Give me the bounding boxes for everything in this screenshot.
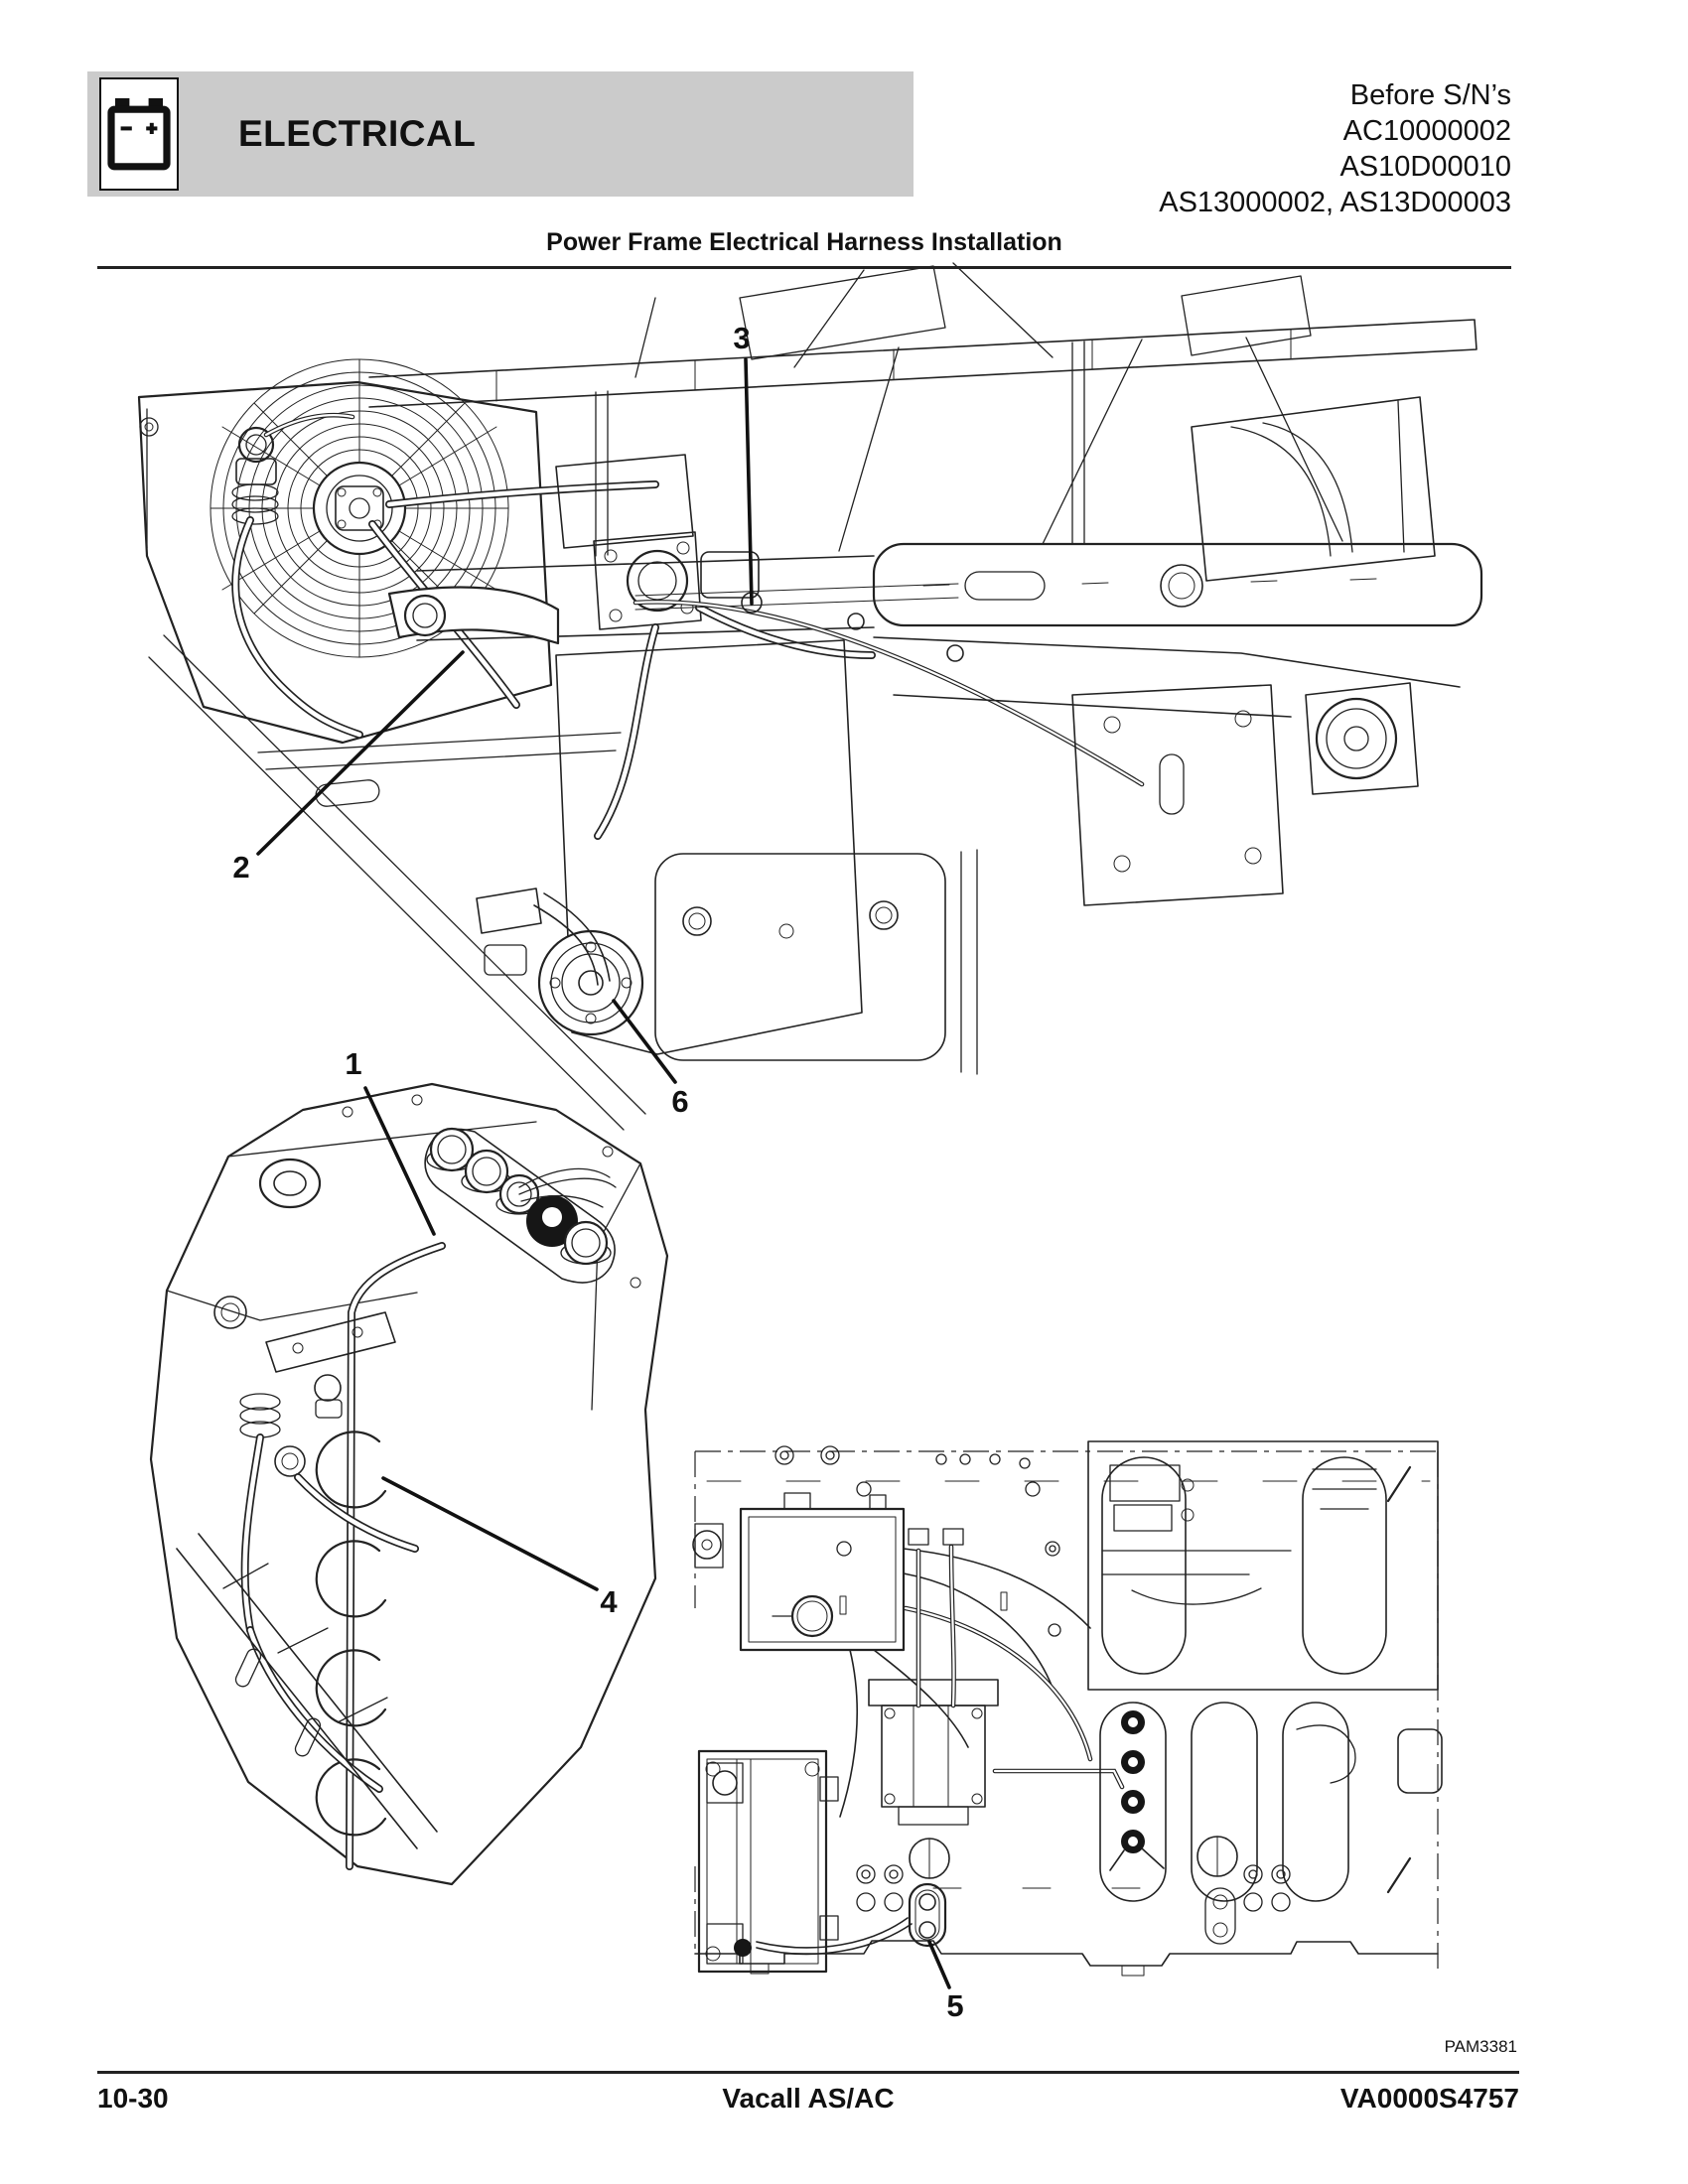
- callout-1: 1: [345, 1046, 362, 1081]
- document-number: VA0000S4757: [1339, 2083, 1519, 2114]
- battery-icon: [99, 77, 179, 191]
- hose-fittings: [1109, 1710, 1165, 1871]
- callout-6: 6: [671, 1084, 689, 1119]
- hydraulic-tank-harness-view: [149, 1082, 669, 1886]
- callout-2: 2: [232, 850, 250, 885]
- model-name: Vacall AS/AC: [722, 2083, 895, 2114]
- serial-line: AC10000002: [1342, 115, 1511, 147]
- callout-4: 4: [600, 1584, 618, 1619]
- callout-5: 5: [946, 1988, 964, 2023]
- cable-clamps: [315, 1431, 387, 1837]
- page-number: 10-30: [97, 2083, 169, 2114]
- page-title: Power Frame Electrical Harness Installat…: [546, 228, 1062, 256]
- title-divider: [97, 266, 1511, 269]
- section-banner: [87, 71, 914, 197]
- frame-deck-top-view: [692, 1440, 1443, 1977]
- footer-divider: [97, 2071, 1519, 2074]
- serial-line: AS10D00010: [1339, 151, 1511, 183]
- serial-line: AS13000002, AS13D00003: [1159, 187, 1511, 218]
- power-frame-rear-view: [137, 262, 1483, 1131]
- serial-line: Before S/N’s: [1349, 79, 1511, 111]
- callout-leader-lines: [256, 357, 951, 1989]
- section-title: ELECTRICAL: [238, 113, 477, 154]
- callout-3: 3: [733, 321, 751, 355]
- figure-code: PAM3381: [1444, 2037, 1517, 2056]
- serial-number-note: Before S/N’s AC10000002 AS10D00010 AS130…: [1159, 77, 1511, 220]
- battery-icon-glyph: [107, 98, 171, 171]
- harness-connectors: [426, 1127, 617, 1266]
